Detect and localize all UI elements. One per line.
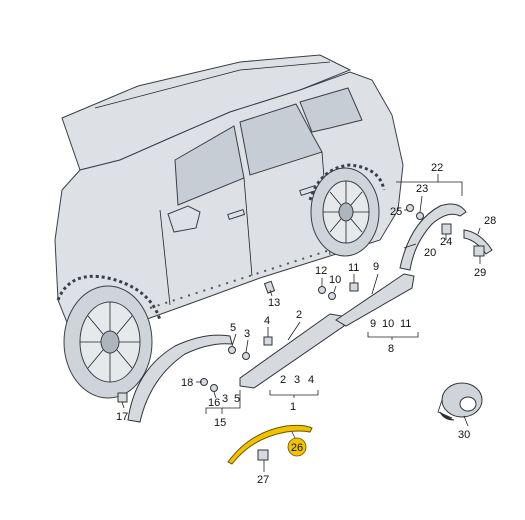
rear-side-window bbox=[299, 87, 363, 133]
group-15-item-5: 5 bbox=[234, 393, 240, 405]
callout-10: 10 bbox=[329, 274, 341, 286]
part-17-clip bbox=[117, 392, 128, 403]
part-23-screw bbox=[416, 212, 424, 220]
callout-23: 23 bbox=[416, 183, 428, 195]
callout-28: 28 bbox=[484, 215, 496, 227]
callout-15: 15 bbox=[214, 417, 226, 429]
part-12-screw bbox=[318, 286, 326, 294]
sill-trim-front bbox=[239, 313, 345, 389]
part-29-clip bbox=[473, 245, 485, 257]
front-arch-trim bbox=[56, 274, 162, 321]
callout-29: 29 bbox=[474, 267, 486, 279]
door-line bbox=[159, 209, 171, 306]
rear-door-window bbox=[239, 103, 323, 176]
adhesive-tape-roll-30 bbox=[437, 382, 483, 421]
car-illustration bbox=[54, 54, 404, 399]
car-body bbox=[54, 71, 404, 331]
callout-1: 1 bbox=[290, 401, 296, 413]
part-27-clip bbox=[257, 449, 269, 461]
side-mirror bbox=[167, 205, 201, 233]
callout-18: 18 bbox=[181, 377, 193, 389]
callout-22: 22 bbox=[431, 162, 443, 174]
front-wheel bbox=[63, 285, 153, 399]
front-wheel-arch-trim bbox=[127, 334, 233, 423]
callout-8: 8 bbox=[388, 343, 394, 355]
callout-24: 24 bbox=[440, 236, 452, 248]
callout-11: 11 bbox=[348, 262, 359, 274]
callout-16: 16 bbox=[208, 397, 220, 409]
fastener-parts bbox=[117, 204, 485, 461]
callout-numbers: 2 9 5 3 4 12 10 11 13 18 16 17 20 25 23 … bbox=[116, 162, 496, 486]
group-1-item-3: 3 bbox=[294, 374, 300, 386]
group-15-item-3: 3 bbox=[222, 393, 228, 405]
group-8-item-10: 10 bbox=[382, 318, 394, 330]
door-handle bbox=[227, 208, 246, 220]
callout-9: 9 bbox=[373, 261, 379, 273]
callout-27: 27 bbox=[257, 474, 269, 486]
callout-20: 20 bbox=[424, 247, 436, 259]
callout-26: 26 bbox=[291, 442, 303, 454]
callout-3: 3 bbox=[244, 328, 250, 340]
group-1-item-4: 4 bbox=[308, 374, 314, 386]
callout-5: 5 bbox=[230, 322, 236, 334]
rear-arch-trim bbox=[308, 163, 386, 201]
rear-wheel-arch-trim bbox=[399, 203, 467, 271]
part-24-clip bbox=[441, 223, 452, 235]
part-10-screw bbox=[328, 292, 336, 300]
callout-13: 13 bbox=[268, 297, 280, 309]
part-25-screw bbox=[406, 204, 414, 212]
rear-wheel bbox=[310, 167, 380, 257]
part-11-clip bbox=[349, 282, 359, 292]
callout-2: 2 bbox=[296, 309, 302, 321]
group-1-item-2: 2 bbox=[280, 374, 286, 386]
door-line bbox=[243, 177, 253, 277]
sill-trim-rear bbox=[335, 273, 415, 327]
part-16-screw bbox=[210, 384, 218, 392]
small-trim-28 bbox=[463, 229, 493, 255]
part-13-clip bbox=[263, 280, 276, 294]
group-8-item-11: 11 bbox=[400, 318, 411, 330]
callout-26-highlight: 26 bbox=[287, 437, 307, 457]
callout-17: 17 bbox=[116, 411, 128, 423]
callout-25: 25 bbox=[390, 206, 402, 218]
leader-lines bbox=[121, 174, 481, 472]
part-5-screw bbox=[228, 346, 236, 354]
highlighted-seal-strip-26 bbox=[227, 424, 313, 465]
part-4-clip bbox=[263, 336, 273, 346]
callout-12: 12 bbox=[315, 265, 327, 277]
callout-30: 30 bbox=[458, 429, 470, 441]
roof-rail bbox=[94, 61, 331, 109]
part-3-screw bbox=[242, 352, 250, 360]
group-8-item-9: 9 bbox=[370, 318, 376, 330]
callout-4: 4 bbox=[264, 315, 270, 327]
